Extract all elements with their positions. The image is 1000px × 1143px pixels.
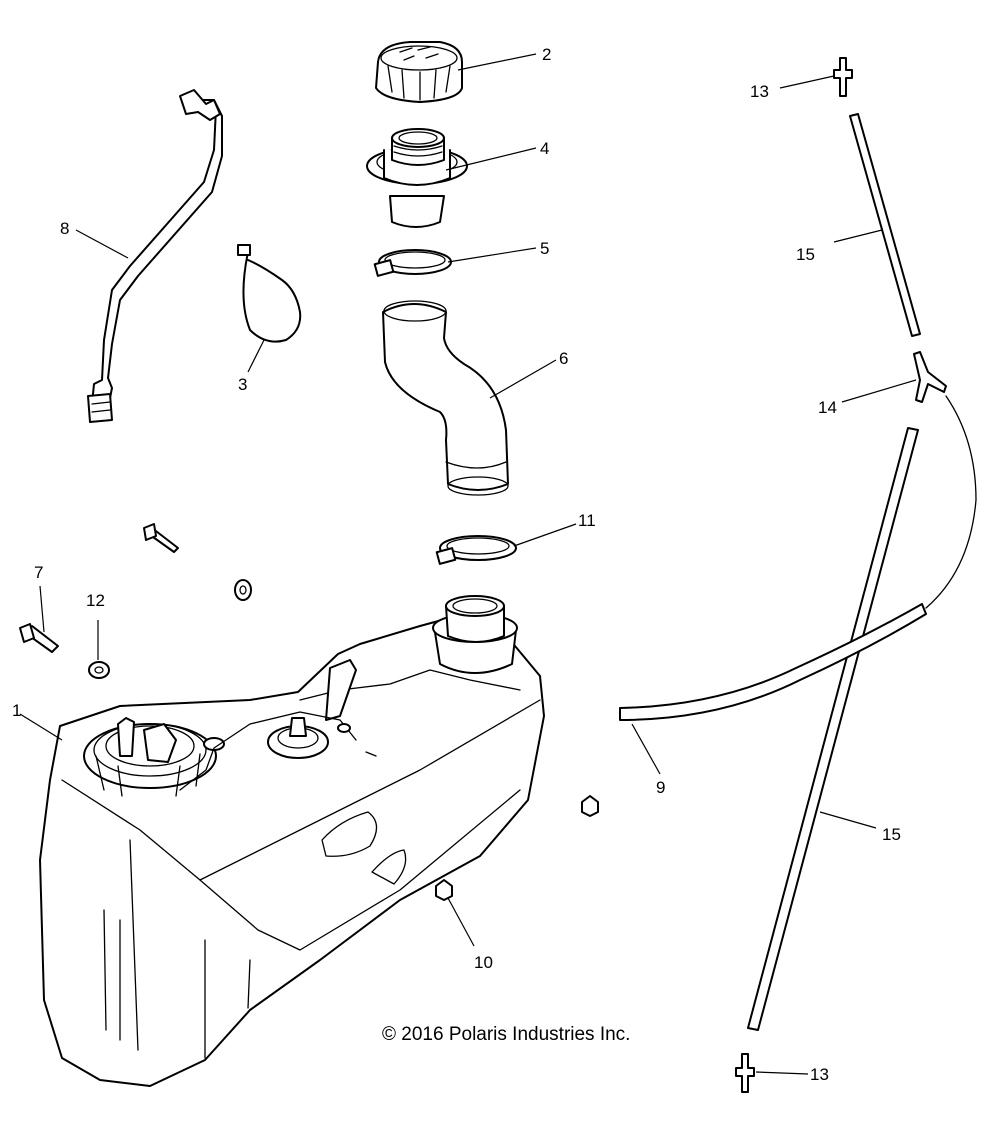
cable-tie bbox=[237, 244, 302, 343]
vent-fitting-top bbox=[833, 57, 853, 97]
callout-11: 11 bbox=[578, 511, 596, 530]
hose-clamp-upper bbox=[373, 249, 452, 277]
callout-13-bottom: 13 bbox=[810, 1065, 829, 1084]
callout-8: 8 bbox=[60, 219, 69, 238]
filler-neck bbox=[366, 128, 468, 228]
vent-tube-lower bbox=[747, 427, 919, 1031]
vent-fitting-bottom bbox=[735, 1053, 755, 1093]
callout-9: 9 bbox=[656, 778, 665, 797]
callout-6: 6 bbox=[559, 349, 568, 368]
hose-clamp-lower bbox=[435, 535, 517, 565]
leader-lines bbox=[19, 53, 917, 1075]
callout-12: 12 bbox=[86, 591, 105, 610]
callout-labels: 2 4 5 6 3 8 13 15 14 11 7 12 1 9 10 15 1… bbox=[12, 45, 901, 1084]
filler-hose bbox=[382, 300, 509, 496]
callout-14: 14 bbox=[818, 398, 837, 417]
y-connector bbox=[913, 351, 947, 403]
callout-4: 4 bbox=[540, 139, 549, 158]
callout-15-bottom: 15 bbox=[882, 825, 901, 844]
fuel-cap bbox=[375, 41, 463, 103]
curved-vent-hose bbox=[619, 395, 977, 721]
callout-15-top: 15 bbox=[796, 245, 815, 264]
callout-7: 7 bbox=[34, 563, 43, 582]
callout-13-top: 13 bbox=[750, 82, 769, 101]
fuel-tank bbox=[39, 595, 545, 1087]
washer-upper bbox=[234, 579, 252, 601]
nut-upper bbox=[581, 795, 599, 817]
nut-10 bbox=[435, 879, 453, 901]
callout-5: 5 bbox=[540, 239, 549, 258]
callout-1: 1 bbox=[12, 701, 21, 720]
vent-tube-assembly bbox=[87, 89, 223, 423]
bolt-7 bbox=[19, 623, 59, 653]
vent-tube-upper bbox=[849, 113, 921, 337]
callout-3: 3 bbox=[238, 375, 247, 394]
bolt-upper bbox=[143, 523, 179, 553]
washer-12 bbox=[88, 661, 110, 679]
callout-10: 10 bbox=[474, 953, 493, 972]
callout-2: 2 bbox=[542, 45, 551, 64]
copyright-notice: © 2016 Polaris Industries Inc. bbox=[382, 1024, 630, 1045]
